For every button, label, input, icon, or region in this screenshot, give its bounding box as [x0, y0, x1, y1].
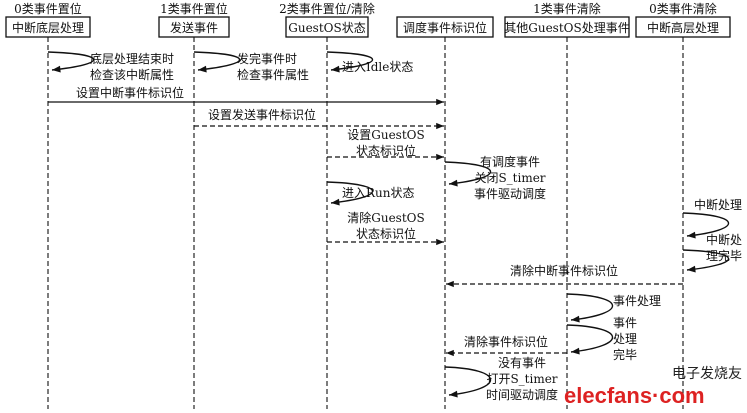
lifeline-3: 调度事件标识位 [396, 16, 494, 409]
lifeline-category: 1类事件清除 [533, 1, 601, 16]
message-label: 设置发送事件标识位 [208, 107, 316, 122]
watermark-logo: elecfans·com [564, 383, 705, 408]
message-label: 状态标识位 [356, 226, 416, 241]
self-loop-arrow [566, 293, 614, 323]
lifeline-category: 2类事件置位/清除 [279, 1, 375, 16]
self-loop-arrow [444, 161, 492, 187]
self-message-label: 中断处 [706, 232, 742, 247]
self-message-label: 中断处理 [694, 197, 742, 212]
message-1: 设置发送事件标识位 [194, 107, 444, 130]
self-message-label: 事件处理 [613, 294, 661, 308]
watermark: elecfans·com 电子发烧友 [564, 366, 742, 408]
self-loop-arrow [566, 324, 614, 355]
self-loop-arrow [326, 181, 374, 206]
self-message-label: 理完毕 [706, 248, 742, 263]
lifeline-category: 1类事件置位 [160, 1, 228, 16]
lifeline-category: 0类事件置位 [14, 1, 82, 16]
self-message-label: 底层处理结束时 [90, 51, 174, 66]
message-4: 清除中断事件标识位 [446, 263, 683, 288]
self-message-4: 进入Run状态 [326, 181, 415, 206]
self-message-label: 完毕 [613, 347, 637, 362]
self-message-label: 检查事件属性 [237, 67, 309, 82]
message-label: 设置GuestOS [347, 128, 424, 142]
lifeline-category: 0类事件清除 [649, 1, 717, 16]
self-message-5: 中断处理 [682, 197, 742, 239]
self-message-label: 事件驱动调度 [474, 186, 546, 201]
watermark-text: 电子发烧友 [672, 366, 742, 382]
message-5: 清除事件标识位 [446, 334, 567, 357]
lifeline-name: 其他GuestOS处理事件 [504, 21, 629, 35]
self-message-label: 进入Run状态 [342, 186, 415, 200]
lifeline-name: GuestOS状态 [288, 21, 365, 35]
lifeline-name: 调度事件标识位 [403, 20, 487, 35]
self-loop-arrow [682, 212, 730, 239]
self-loop-arrow [47, 51, 95, 73]
self-loop-arrow [682, 249, 730, 273]
self-message-7: 事件处理 [566, 293, 661, 323]
self-message-label: 处理 [613, 332, 637, 346]
self-message-label: 时间驱动调度 [486, 387, 558, 402]
self-message-label: 事件 [613, 316, 637, 330]
message-0: 设置中断事件标识位 [48, 85, 444, 106]
self-message-label: 发完事件时 [237, 51, 297, 66]
message-label: 清除事件标识位 [464, 334, 548, 349]
message-label: 设置中断事件标识位 [76, 85, 184, 100]
self-message-2: 进入Idle状态 [326, 51, 413, 74]
self-message-label: 有调度事件 [480, 154, 540, 169]
self-message-label: 关闭S_timer [474, 171, 545, 185]
lifeline-2: 2类事件置位/清除 GuestOS状态 [279, 1, 375, 409]
lifeline-name: 中断底层处理 [12, 20, 84, 35]
message-label: 清除中断事件标识位 [510, 263, 618, 278]
self-message-label: 打开S_timer [486, 372, 557, 386]
message-label: 清除GuestOS [347, 210, 424, 225]
self-loop-arrow [193, 51, 241, 73]
self-loop-arrow [326, 51, 374, 73]
self-message-label: 检查该中断属性 [90, 67, 174, 82]
lifeline-name: 发送事件 [170, 20, 218, 35]
lifeline-name: 中断高层处理 [647, 20, 719, 35]
self-loop-arrow [444, 366, 492, 398]
self-message-label: 没有事件 [498, 355, 546, 370]
message-label: 状态标识位 [356, 143, 416, 158]
self-message-label: 进入Idle状态 [342, 60, 413, 74]
